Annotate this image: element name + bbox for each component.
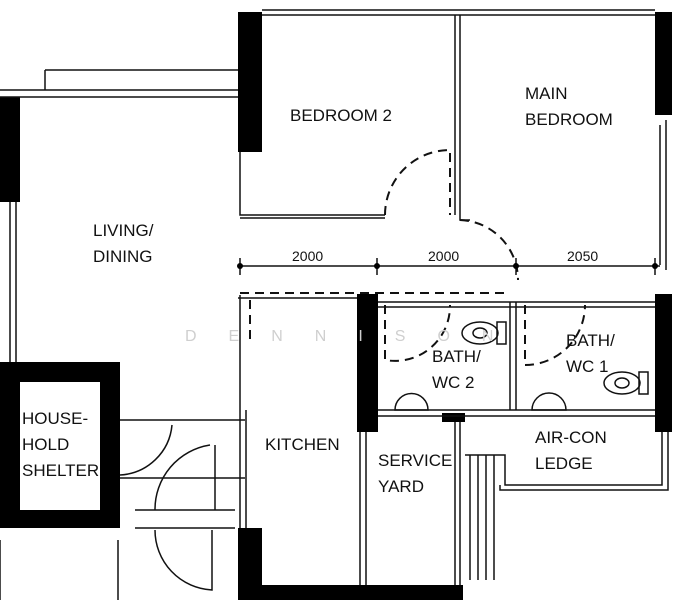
structural-walls (0, 12, 672, 600)
room-label-household-shelter: HOLD (22, 435, 69, 454)
room-label-aircon-ledge: LEDGE (535, 454, 593, 473)
room-label-kitchen: KITCHEN (265, 435, 340, 454)
room-label-service-yard: SERVICE (378, 451, 452, 470)
room-label-main-bedroom: MAIN (525, 84, 568, 103)
toilet-icon (603, 371, 649, 395)
watermark: DENNISON (185, 328, 525, 345)
room-label-household-shelter: HOUSE- (22, 409, 88, 428)
room-label-aircon-ledge: AIR-CON (535, 428, 607, 447)
room-label-household-shelter: SHELTER (22, 461, 99, 480)
room-label-bath-wc-1: WC 1 (566, 357, 609, 376)
room-label-bath-wc-2: BATH/ (432, 347, 481, 366)
dimension-label: 2050 (567, 248, 598, 264)
room-label-living-dining: LIVING/ (93, 221, 154, 240)
dimension-label: 2000 (428, 248, 459, 264)
room-label-service-yard: YARD (378, 477, 424, 496)
room-label-bedroom-2: BEDROOM 2 (290, 106, 392, 125)
room-label-main-bedroom: BEDROOM (525, 110, 613, 129)
sink-icon (394, 392, 429, 411)
dimension-label: 2000 (292, 248, 323, 264)
door-swings-dashed (240, 148, 586, 367)
room-label-living-dining: DINING (93, 247, 153, 266)
room-label-bath-wc-2: WC 2 (432, 373, 475, 392)
wall-lines (0, 9, 669, 600)
dimension-line (237, 258, 658, 275)
room-label-bath-wc-1: BATH/ (566, 331, 615, 350)
toilet-icon (461, 321, 507, 345)
sink-icon (531, 392, 567, 411)
